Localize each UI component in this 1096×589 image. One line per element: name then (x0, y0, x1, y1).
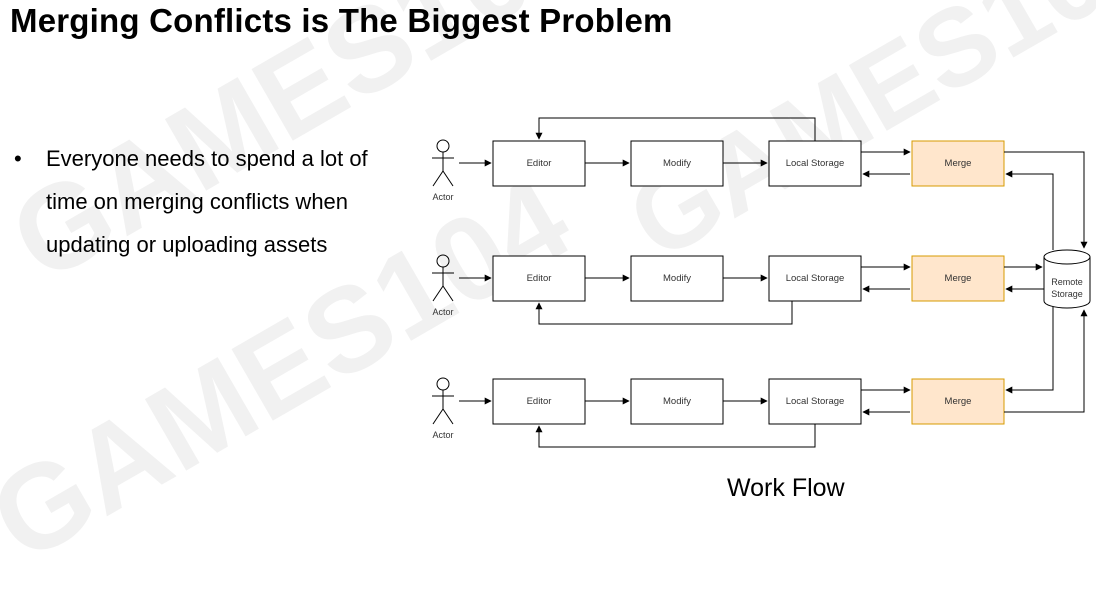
merge-label: Merge (945, 158, 972, 169)
actor-label: Actor (432, 192, 453, 202)
merge-box (911, 140, 1005, 187)
local-storage-box (768, 378, 862, 425)
merge-box (911, 255, 1005, 302)
local-storage-label: Local Storage (786, 158, 845, 169)
merge-label: Merge (945, 273, 972, 284)
diagram-caption: Work Flow (727, 474, 845, 502)
arrow-local-back-to-editor (535, 301, 793, 325)
modify-label: Modify (663, 158, 691, 169)
modify-box (630, 140, 724, 187)
merge-label: Merge (945, 396, 972, 407)
merge-box (911, 378, 1005, 425)
actor-label: Actor (432, 307, 453, 317)
remote-storage-label: Remote (1051, 277, 1083, 287)
arrow-merge-to-remote (1004, 151, 1088, 249)
editor-box (492, 378, 586, 425)
local-storage-box (768, 140, 862, 187)
workflow-row-3: Actor Editor Modify Local Storage Merge (432, 306, 1088, 448)
actor-icon (432, 377, 454, 425)
slide-title: Merging Conflicts is The Biggest Problem (10, 2, 673, 39)
remote-storage-label: Storage (1051, 289, 1083, 299)
local-storage-label: Local Storage (786, 273, 845, 284)
modify-label: Modify (663, 273, 691, 284)
actor-icon (432, 139, 454, 187)
workflow-row-2: Actor Editor Modify Local Storage Merge (432, 254, 1044, 325)
local-storage-label: Local Storage (786, 396, 845, 407)
modify-box (630, 255, 724, 302)
arrow-remote-to-merge (1005, 306, 1054, 394)
bullet-item: Everyone needs to spend a lot of time on… (46, 146, 368, 257)
editor-label: Editor (527, 396, 552, 407)
workflow-diagram: Actor Editor Modify Local Storage Merge … (432, 117, 1091, 448)
editor-box (492, 140, 586, 187)
editor-box (492, 255, 586, 302)
local-storage-box (768, 255, 862, 302)
modify-label: Modify (663, 396, 691, 407)
workflow-row-1: Actor Editor Modify Local Storage Merge (432, 117, 1088, 250)
arrow-remote-to-merge (1005, 170, 1054, 250)
actor-icon (432, 254, 454, 302)
actor-label: Actor (432, 430, 453, 440)
editor-label: Editor (527, 273, 552, 284)
editor-label: Editor (527, 158, 552, 169)
arrow-merge-to-remote (1004, 309, 1088, 413)
modify-box (630, 378, 724, 425)
arrow-local-back-to-editor (535, 117, 816, 141)
remote-storage-cylinder: Remote Storage (1043, 249, 1091, 309)
bullet-marker: • (14, 146, 22, 171)
arrow-local-back-to-editor (535, 424, 816, 448)
